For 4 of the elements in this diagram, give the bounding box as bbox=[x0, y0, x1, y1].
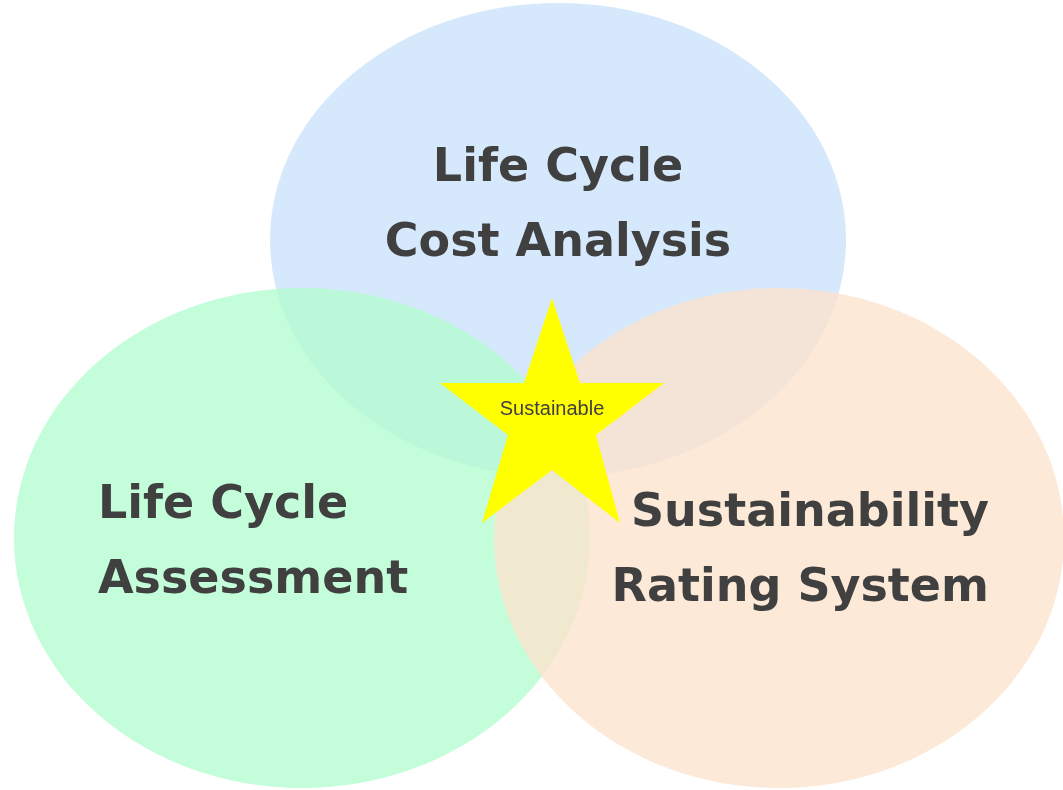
circle-label: Life Cycle Assessment bbox=[98, 474, 410, 606]
star-label: Sustainable bbox=[498, 396, 606, 421]
circle-label: Life Cycle Cost Analysis bbox=[383, 137, 733, 269]
circle-label: Sustainability Rating System bbox=[610, 482, 989, 614]
